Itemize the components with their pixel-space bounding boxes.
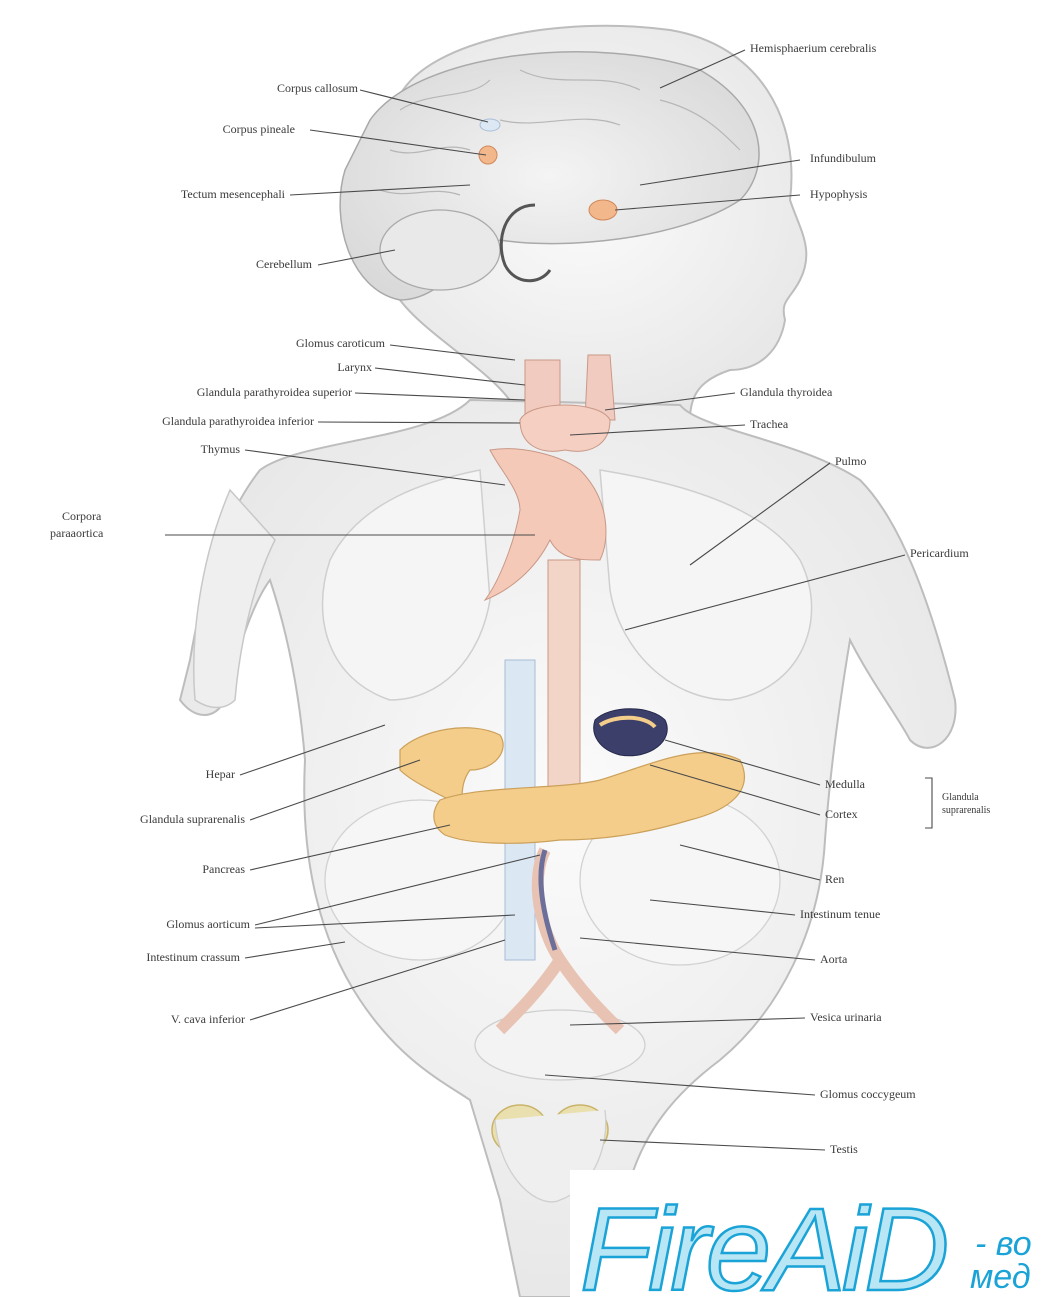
label-suprarenalis-group-2: suprarenalis [942,805,990,816]
label-suprarenalis-group-1: Glandula [942,792,979,803]
label-aorta: Aorta [820,952,848,966]
label-glandula-suprarenalis: Glandula suprarenalis [140,812,245,826]
label-corpus-callosum: Corpus callosum [277,81,359,95]
label-intestinum-crassum: Intestinum crassum [146,950,240,964]
label-pancreas: Pancreas [202,862,245,876]
label-thyroid: Glandula thyroidea [740,385,833,399]
label-infundibulum: Infundibulum [810,151,877,165]
watermark-logo: FireAiD [580,1184,946,1297]
label-parathyroid-superior: Glandula parathyroidea superior [197,385,352,399]
label-corpora-paraaortica-2: paraaortica [50,526,104,540]
label-intestinum-tenue: Intestinum tenue [800,907,880,921]
label-larynx: Larynx [337,360,372,374]
label-hemisphere: Hemisphaerium cerebralis [750,41,877,55]
label-trachea: Trachea [750,417,789,431]
label-glomus-coccygeum: Glomus coccygeum [820,1087,916,1101]
label-cortex: Cortex [825,807,858,821]
watermark-tagline-2: мед [970,1258,1031,1296]
label-tectum: Tectum mesencephali [181,187,286,201]
label-parathyroid-inferior: Glandula parathyroidea inferior [162,414,314,428]
label-glomus-caroticum: Glomus caroticum [296,336,386,350]
watermark: FireAiD - во мед [570,1170,1057,1297]
label-medulla: Medulla [825,777,866,791]
label-testis: Testis [830,1142,858,1156]
label-hypophysis: Hypophysis [810,187,868,201]
label-pericardium: Pericardium [910,546,969,560]
label-hepar: Hepar [206,767,235,781]
label-vesica: Vesica urinaria [810,1010,882,1024]
label-thymus: Thymus [201,442,241,456]
label-vena-cava: V. cava inferior [171,1012,245,1026]
label-cerebellum: Cerebellum [256,257,313,271]
label-corpora-paraaortica-1: Corpora [62,509,102,523]
label-glomus-aorticum: Glomus aorticum [166,917,250,931]
label-corpus-pineale: Corpus pineale [223,122,295,136]
label-ren: Ren [825,872,844,886]
label-pulmo: Pulmo [835,454,866,468]
